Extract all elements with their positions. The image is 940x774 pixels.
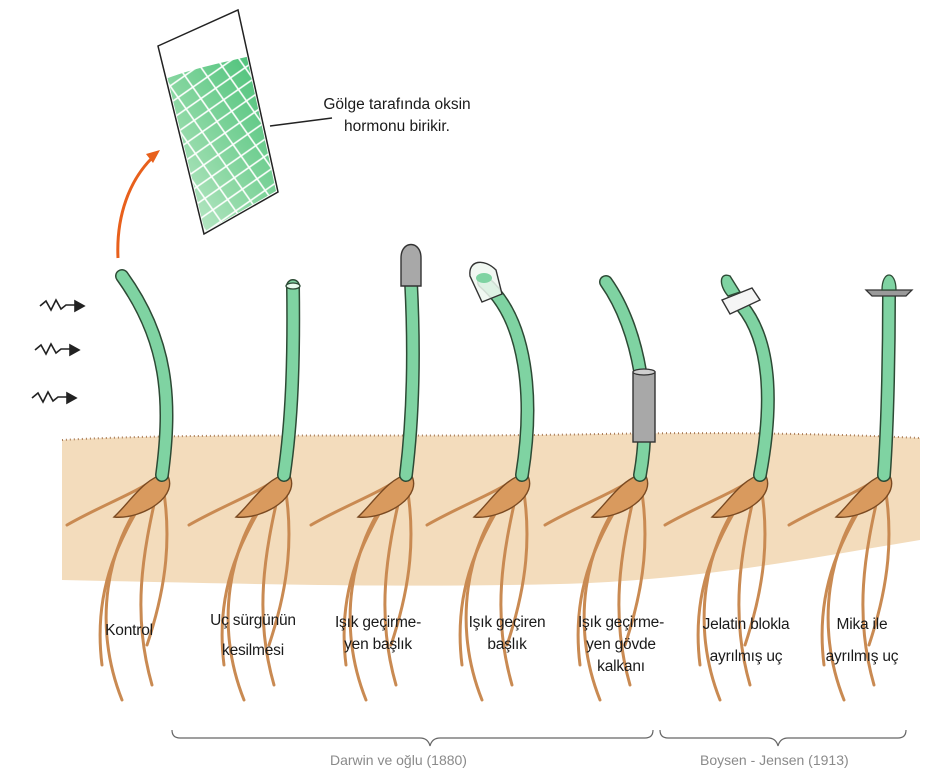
group-brackets	[172, 730, 906, 746]
label-govde-kalkani: Işık geçirme- yen gövde kalkanı	[566, 612, 676, 678]
label-uc-kesilmesi: Uç sürgünün kesilmesi	[198, 610, 308, 662]
label-geciren-baslik: Işık geçiren başlık	[456, 612, 558, 656]
label-mika: Mika ile ayrılmış uç	[812, 614, 912, 668]
light-arrow-2	[35, 344, 79, 355]
label-kontrol: Kontrol	[94, 620, 164, 642]
bracket-boysen	[660, 730, 906, 746]
separated-tip	[721, 275, 740, 296]
callout-line-2: hormonu birikir.	[322, 116, 472, 138]
light-arrow-3	[32, 392, 76, 403]
shoot-fill	[884, 296, 889, 475]
cut-tip	[286, 283, 300, 289]
label-gecirmeyen-baslik: Işık geçirme- yen başlık	[322, 612, 434, 656]
zoom-arrow	[118, 158, 152, 258]
opaque-sleeve	[633, 372, 655, 442]
bracket-darwin	[172, 730, 653, 746]
group-label-boysen: Boysen - Jensen (1913)	[700, 752, 849, 768]
cell-zoom-box	[120, 0, 332, 260]
opaque-cap	[401, 245, 421, 287]
label-jelatin: Jelatin blokla ayrılmış uç	[688, 614, 804, 668]
mica-plate	[866, 290, 912, 296]
separated-tip	[882, 275, 896, 290]
auxin-callout: Gölge tarafında oksin hormonu birikir.	[322, 94, 472, 138]
light-arrows	[32, 300, 84, 403]
callout-line-1: Gölge tarafında oksin	[322, 94, 472, 116]
group-label-darwin: Darwin ve oğlu (1880)	[330, 752, 467, 768]
light-arrow-1	[40, 300, 84, 311]
